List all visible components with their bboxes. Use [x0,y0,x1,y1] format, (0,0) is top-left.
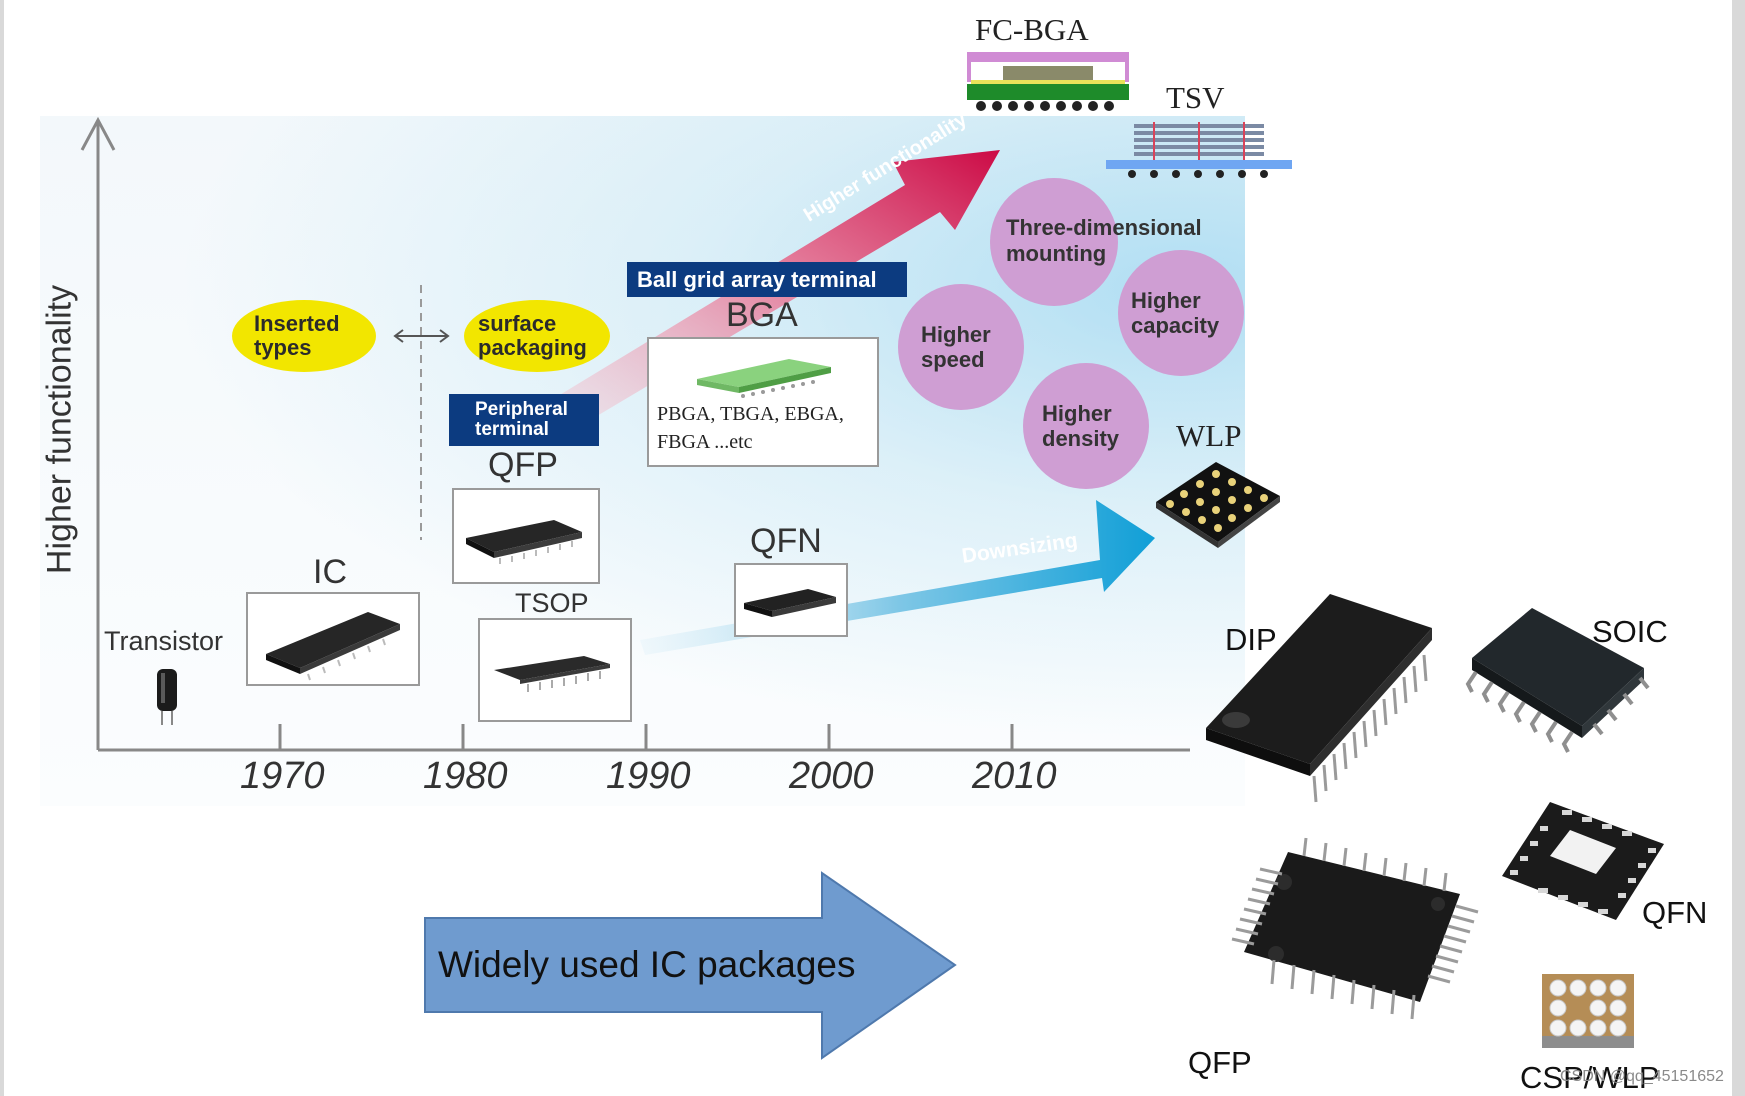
widely-used-label: Widely used IC packages [438,944,856,985]
surface-packaging-text: surface packaging [478,311,587,360]
csp-wlp-label: CSP/WLP [1520,1060,1660,1095]
double-arrow-left-head [393,329,404,343]
tsv-label: TSV [1166,80,1225,115]
tsop-box [478,618,632,722]
higher-speed-circle: Higher speed [898,284,1024,410]
soic-package-image [1465,608,1650,753]
right-edge-bar [1732,0,1745,1096]
bga-box: PBGA, TBGA, EBGA, FBGA ...etc [647,337,879,467]
ic-chip-icon [266,612,400,681]
qfn-box [734,563,848,637]
qfn-diagram-label: QFN [750,522,822,560]
fc-bga-label: FC-BGA [975,12,1089,47]
qfp-diagram-label: QFP [488,446,558,484]
tsop-chip-icon [494,656,610,692]
qfp-box [452,488,600,584]
dip-package-image [1206,594,1432,803]
three-dimensional-circle [990,178,1118,306]
qfp-chip-icon [466,520,582,564]
x-tick-label-1980: 1980 [423,755,508,797]
surface-packaging-oval: surface packaging [464,300,610,372]
x-tick-label-1990: 1990 [606,755,691,797]
qfn-package-image [1502,802,1664,920]
bga-types-line2: FBGA ...etc [657,431,753,453]
qfn-chip-icon [744,589,836,617]
ball-grid-array-tag: Ball grid array terminal [627,262,907,297]
wlp-icon [1156,462,1280,548]
x-tick-label-1970: 1970 [240,755,325,797]
ic-box [246,592,420,686]
higher-speed-text: Higher speed [921,322,991,372]
tsop-label: TSOP [515,588,589,618]
watermark: CSDN @qq_45151652 [1560,1068,1724,1085]
higher-density-text: Higher density [1042,401,1120,451]
csp-wlp-package-image [1542,974,1634,1048]
bga-chip-icon [697,359,831,398]
transistor-icon [157,669,177,725]
x-tick-label-2010: 2010 [972,755,1057,797]
higher-capacity-circle: Higher capacity [1118,250,1244,376]
wlp-label: WLP [1176,418,1242,453]
inserted-types-oval: Inserted types [232,300,376,372]
y-axis-arrowhead [80,116,116,151]
peripheral-terminal-text: Peripheral terminal [475,399,568,440]
fc-bga-icon [967,52,1129,111]
higher-capacity-text: Higher capacity [1131,288,1220,338]
soic-label: SOIC [1592,614,1668,649]
transistor-label: Transistor [104,626,224,656]
higher-density-circle: Higher density [1023,363,1149,489]
qfp-package-image [1231,837,1479,1020]
dip-label: DIP [1225,622,1277,657]
peripheral-terminal-tag: Peripheral terminal [449,394,599,446]
widely-used-arrow [424,871,957,1060]
qfn-photo-label: QFN [1642,895,1708,930]
downsizing-arrow [640,500,1155,655]
qfp-photo-label: QFP [1188,1045,1252,1080]
x-tick-label-2000: 2000 [789,755,874,797]
y-axis-label: Higher functionality [40,284,79,575]
double-arrow-right-head [439,329,450,343]
bga-label: BGA [726,296,798,334]
three-dimensional-text: Three-dimensional mounting [1006,215,1202,266]
left-edge-bar [0,0,4,1096]
tsv-icon [1106,122,1292,178]
inserted-types-text: Inserted types [254,311,340,360]
ic-label: IC [313,553,347,591]
bga-types-line1: PBGA, TBGA, EBGA, [657,403,844,425]
